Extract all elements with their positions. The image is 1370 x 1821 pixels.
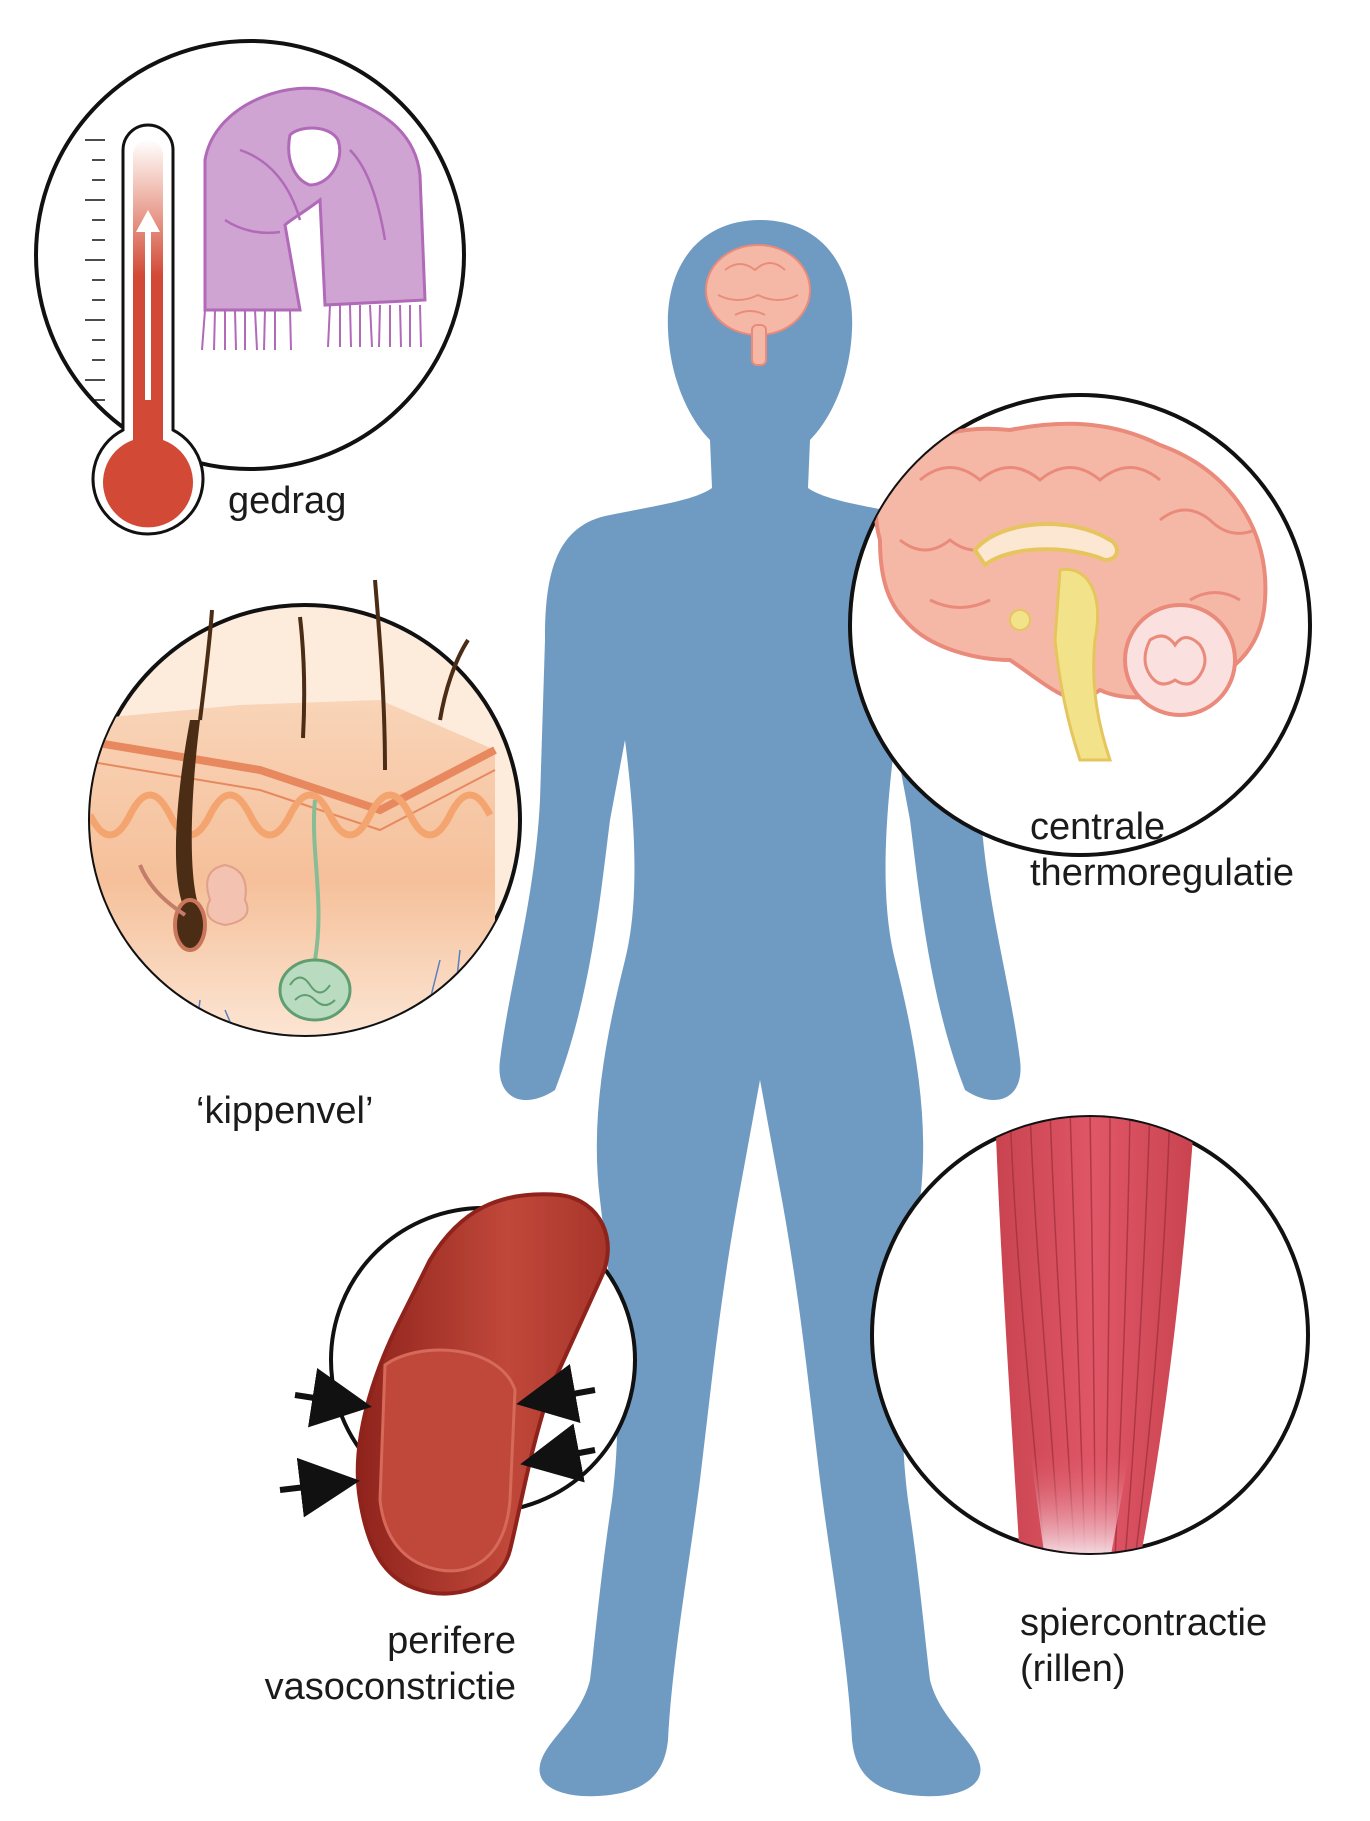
- shivering-label: spiercontractie (rillen): [1020, 1600, 1267, 1692]
- behaviour-circle: [34, 39, 466, 536]
- goosebumps-circle: [88, 579, 522, 1037]
- muscle-icon: [995, 1117, 1195, 1553]
- shivering-label-line2: (rillen): [1020, 1648, 1126, 1690]
- shivering-label-line1: spiercontractie: [1020, 1602, 1268, 1644]
- behaviour-label: gedrag: [228, 480, 347, 522]
- vaso-label-line1: perifere: [387, 1620, 516, 1662]
- central-thermoregulation-circle: [848, 393, 1312, 857]
- thermometer-scale: [85, 139, 105, 401]
- shivering-circle: [870, 1115, 1310, 1555]
- thermometer-icon: [85, 123, 205, 536]
- hair-icon: [198, 579, 470, 771]
- scarf-icon: [201, 86, 427, 351]
- head-brain-icon: [705, 244, 811, 366]
- central-label-line1: centrale: [1030, 806, 1166, 848]
- central-thermoregulation-label: centrale thermoregulatie: [1030, 804, 1294, 896]
- central-label-line2: thermoregulatie: [1030, 852, 1295, 894]
- vasoconstriction-label: perifere vasoconstrictie: [240, 1618, 516, 1710]
- blood-vessel: [355, 1192, 610, 1596]
- goosebumps-label: ‘kippenvel’: [196, 1090, 374, 1132]
- thermometer-arrow-icon: [136, 210, 160, 400]
- arrow-icon: [279, 1364, 596, 1518]
- vasoconstriction-circle: [279, 1192, 637, 1596]
- vaso-label-line2: vasoconstrictie: [264, 1666, 516, 1708]
